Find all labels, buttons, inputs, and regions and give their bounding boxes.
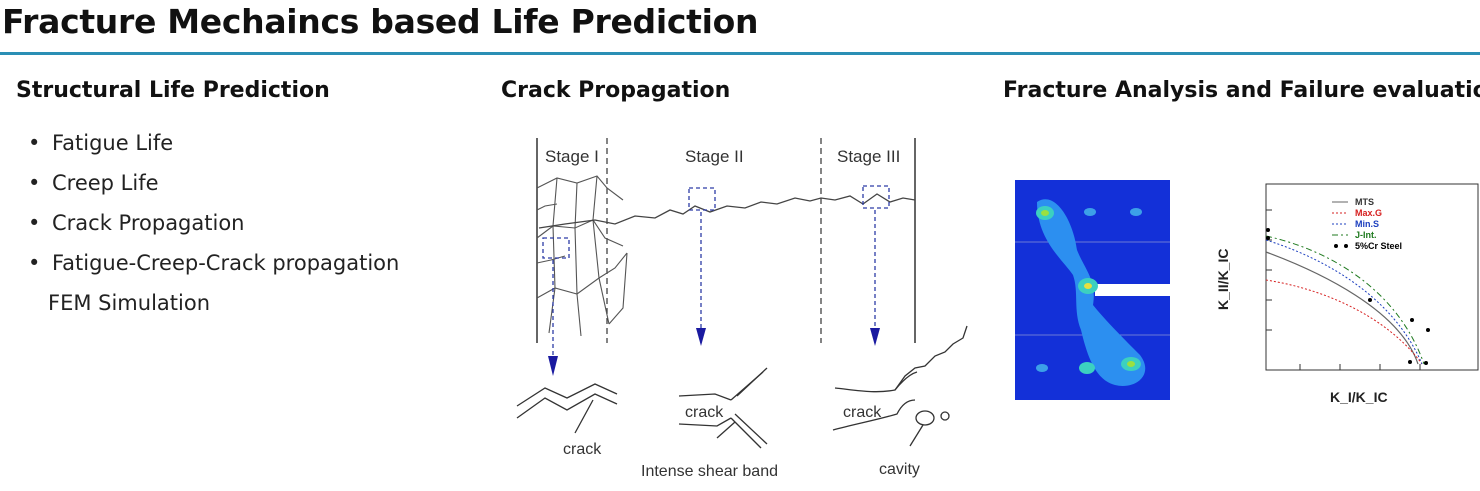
crack-label-3: crack	[843, 404, 882, 421]
mixed-mode-fracture-plot: MTS Max.G Min.S J-Int. 5%Cr Steel K_II/K…	[1200, 180, 1480, 420]
y-axis-label: K_II/K_IC	[1215, 249, 1231, 310]
crack-path	[538, 193, 916, 229]
legend-mts: MTS	[1355, 197, 1374, 207]
list-item: Fatigue-Creep-Crack propagation	[28, 248, 399, 288]
grain-structure	[536, 175, 628, 337]
life-prediction-list: Fatigue Life Creep Life Crack Propagatio…	[28, 128, 399, 288]
shear-band-label: Intense shear band	[641, 463, 778, 480]
list-item: Crack Propagation	[28, 208, 399, 248]
crack-stage-diagram: Stage I Stage II Stage III	[505, 128, 975, 484]
list-item: Fatigue Life	[28, 128, 399, 168]
x-axis-label: K_I/K_IC	[1330, 389, 1388, 405]
legend-maxg: Max.G	[1355, 208, 1382, 218]
legend-mins: Min.S	[1355, 219, 1379, 229]
stage-3-label: Stage III	[837, 147, 900, 166]
structural-life-heading: Structural Life Prediction	[16, 78, 330, 103]
legend-jint: J-Int.	[1355, 230, 1377, 240]
crack-propagation-heading: Crack Propagation	[501, 78, 731, 103]
list-continuation: FEM Simulation	[48, 291, 211, 315]
title-divider	[0, 52, 1480, 55]
stage-1-label: Stage I	[545, 147, 599, 166]
crack-label-2: crack	[685, 404, 724, 421]
crack-label-1: crack	[563, 441, 602, 458]
cavity-label: cavity	[879, 461, 920, 478]
stage-2-label: Stage II	[685, 147, 744, 166]
fem-stress-contour-image	[1015, 180, 1170, 400]
page-title: Fracture Mechaincs based Life Prediction	[2, 2, 759, 41]
legend-5cr-steel: 5%Cr Steel	[1355, 241, 1402, 251]
fracture-analysis-heading: Fracture Analysis and Failure evaluation	[1003, 78, 1480, 103]
list-item: Creep Life	[28, 168, 399, 208]
